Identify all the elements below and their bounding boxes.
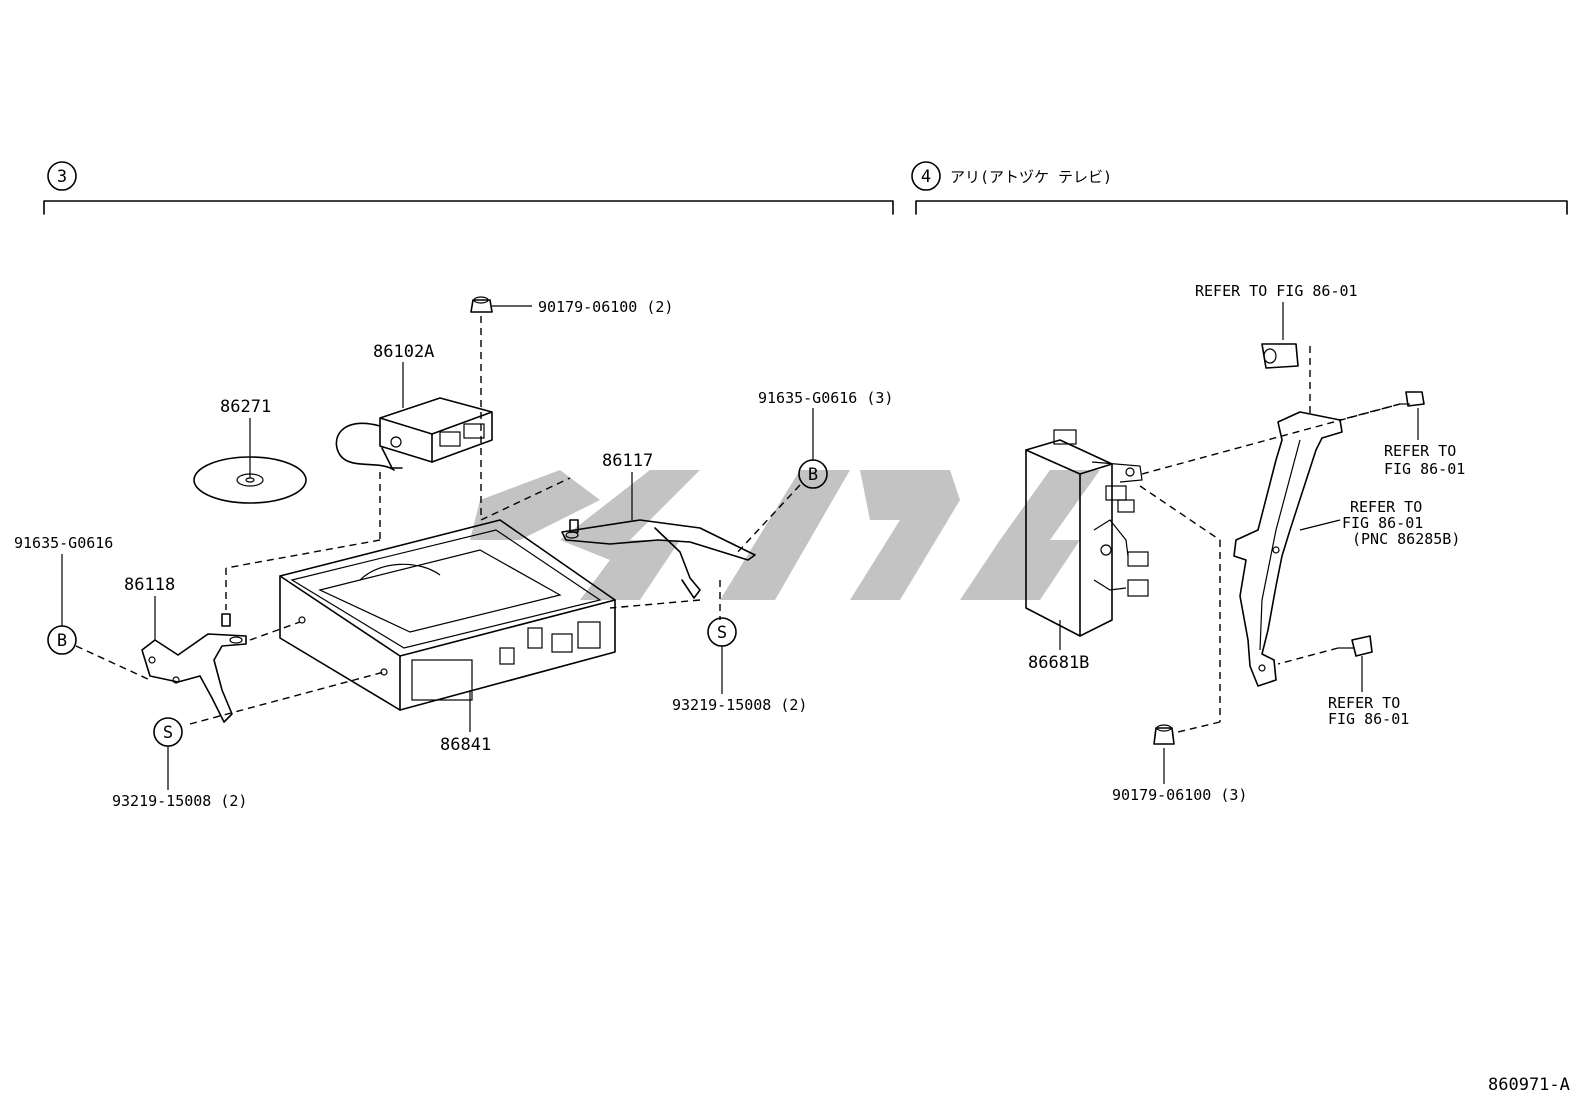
nut-90179-right xyxy=(1153,724,1175,745)
label-86102A: 86102A xyxy=(373,342,434,362)
marker-b-right xyxy=(798,459,828,489)
section-4-number: 4 xyxy=(921,167,931,187)
section-4-title: アリ(アトヅケ テレビ) xyxy=(950,168,1112,186)
ref-bracket-line2: FIG 86-01 xyxy=(1342,514,1423,532)
bolt-bottom-right xyxy=(1338,635,1373,657)
label-90179-right: 90179-06100 (3) xyxy=(1112,786,1247,804)
leader-dashed xyxy=(1339,403,1401,421)
section-4-header: 4 アリ(アトヅケ テレビ) xyxy=(911,161,1568,215)
bracket-86117 xyxy=(561,519,756,599)
leader-dashed xyxy=(1277,647,1339,665)
ref-bolt-bottom-line2: FIG 86-01 xyxy=(1328,710,1409,728)
label-86118: 86118 xyxy=(124,575,175,595)
ref-bolt-top-line1: REFER TO xyxy=(1384,442,1456,460)
bolt-top-right xyxy=(1400,391,1425,407)
section-number-circle xyxy=(911,161,941,191)
marker-b-left xyxy=(47,625,77,655)
clip-top xyxy=(1261,343,1299,369)
label-86841: 86841 xyxy=(440,735,491,755)
figure-id: 860971-A xyxy=(1488,1075,1570,1095)
nut-90179-left xyxy=(470,296,532,313)
ref-top-text: REFER TO FIG 86-01 xyxy=(1195,282,1358,300)
ref-bolt-bottom-line1: REFER TO xyxy=(1328,694,1400,712)
ref-bolt-top-line2: FIG 86-01 xyxy=(1384,460,1465,478)
marker-b-right-text: B xyxy=(808,465,818,485)
leader-dashed xyxy=(1177,721,1221,733)
marker-s-left-text: S xyxy=(163,723,173,743)
antenna-module-86102A xyxy=(335,397,493,471)
ref-bracket-line1: REFER TO xyxy=(1350,498,1422,516)
leader-dashed xyxy=(1141,403,1401,475)
label-91635-right: 91635-G0616 (3) xyxy=(758,389,893,407)
section-4-bracket xyxy=(915,200,1568,215)
leader-dashed xyxy=(75,645,151,681)
main-unit-86841 xyxy=(279,519,616,711)
label-86117: 86117 xyxy=(602,451,653,471)
section-3-bracket xyxy=(43,200,894,215)
label-91635-left: 91635-G0616 xyxy=(14,534,113,552)
marker-b-left-text: B xyxy=(57,631,67,651)
watermark-logo xyxy=(470,470,1100,600)
bracket-86118 xyxy=(141,613,247,723)
leader-dashed xyxy=(734,484,801,556)
label-90179-left: 90179-06100 (2) xyxy=(538,298,673,316)
section-number-circle xyxy=(47,161,77,191)
leader-dashed xyxy=(249,621,301,641)
disc-86271 xyxy=(193,456,307,504)
leader-dashed xyxy=(609,599,701,609)
label-93219-right: 93219-15008 (2) xyxy=(672,696,807,714)
leader-dashed xyxy=(1139,485,1221,541)
label-93219-left: 93219-15008 (2) xyxy=(112,792,247,810)
control-unit-86681B xyxy=(1025,429,1149,637)
label-86681B: 86681B xyxy=(1028,653,1089,673)
leader-dashed xyxy=(225,539,381,569)
marker-s-right-text: S xyxy=(717,623,727,643)
ref-bracket-line3: (PNC 86285B) xyxy=(1352,530,1460,548)
section-3-header: 3 xyxy=(43,161,894,215)
bracket-right xyxy=(1233,411,1343,687)
leader-dashed xyxy=(189,671,385,725)
section-3-number: 3 xyxy=(57,167,67,187)
leader-dashed xyxy=(480,477,571,521)
label-86271: 86271 xyxy=(220,397,271,417)
